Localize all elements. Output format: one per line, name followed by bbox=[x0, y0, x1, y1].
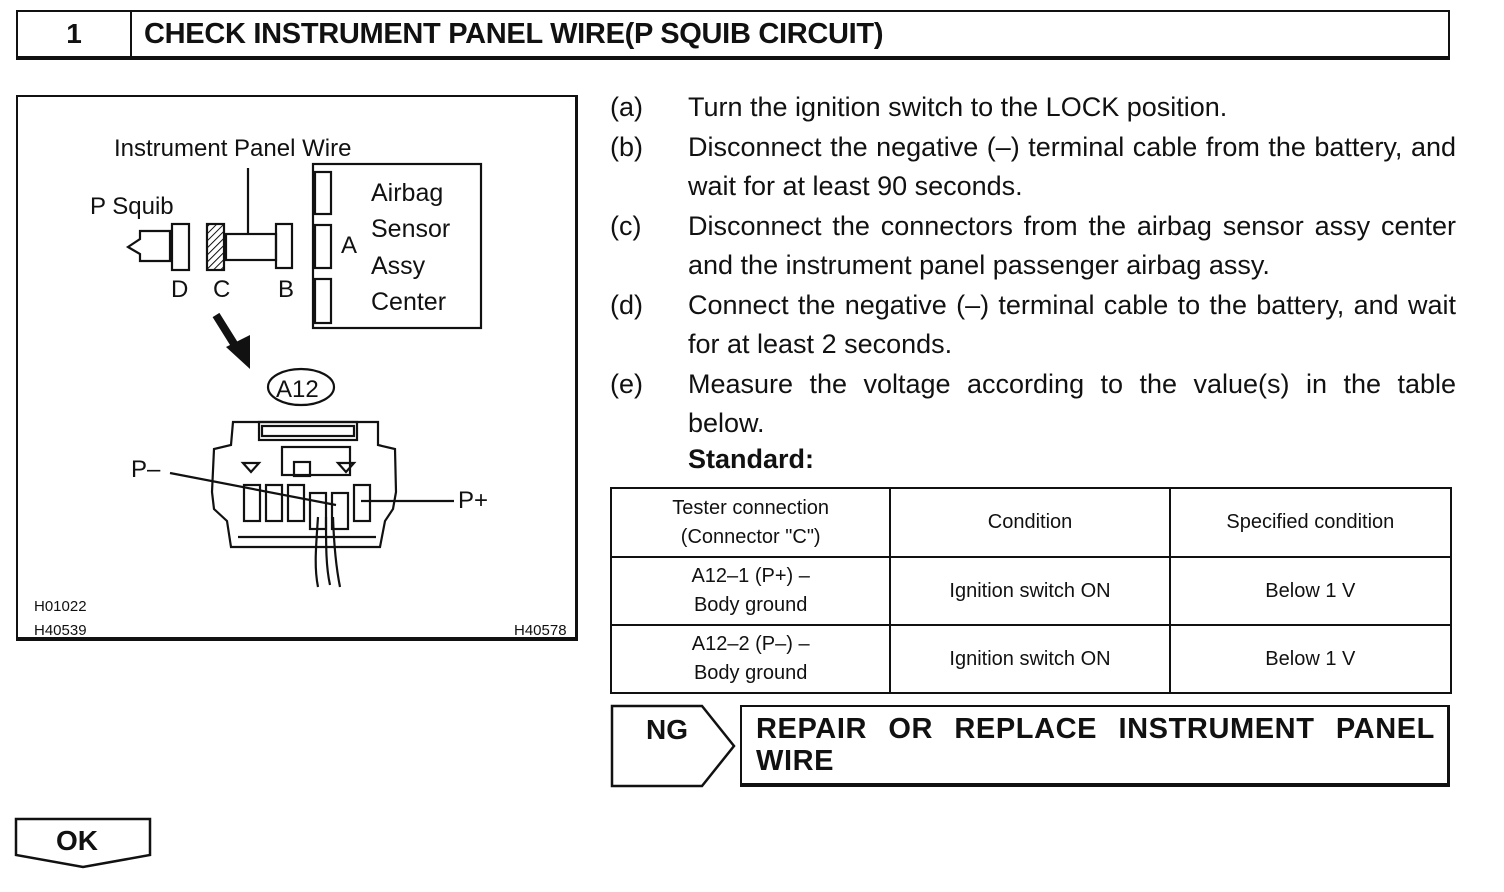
p-squib-label: P Squib bbox=[90, 193, 174, 220]
p-plus-label: P+ bbox=[458, 487, 488, 514]
step-key: (b) bbox=[610, 131, 643, 162]
table-row: A12–2 (P–) – Body ground Ignition switch… bbox=[609, 624, 1453, 694]
ng-label: NG bbox=[646, 714, 688, 745]
step-key: (a) bbox=[610, 92, 643, 122]
cell-connection: A12–2 (P–) – Body ground bbox=[609, 624, 892, 694]
table-row: A12–1 (P+) – Body ground Ignition switch… bbox=[609, 556, 1453, 626]
step-key: (e) bbox=[610, 368, 643, 399]
sensor-line-2: Sensor bbox=[371, 215, 450, 243]
cell-line: Body ground bbox=[693, 662, 808, 684]
wire-label: Instrument Panel Wire bbox=[114, 135, 351, 162]
connector-id: A12 bbox=[276, 376, 319, 403]
step-number: 1 bbox=[18, 12, 132, 56]
cell-spec: Below 1 V bbox=[1168, 624, 1453, 694]
step-b: (b) Disconnect the negative (–) terminal… bbox=[610, 128, 1456, 207]
section-title: CHECK INSTRUMENT PANEL WIRE(P SQUIB CIRC… bbox=[144, 17, 884, 50]
step-text: Connect the negative (–) terminal cable … bbox=[688, 289, 1456, 360]
p-minus-label: P– bbox=[131, 456, 161, 483]
ng-action-box: REPAIR OR REPLACE INSTRUMENT PANEL WIRE bbox=[740, 705, 1450, 787]
step-text: Measure the voltage according to the val… bbox=[688, 368, 1456, 439]
figure-code-1: H01022 bbox=[34, 598, 87, 615]
cell-condition: Ignition switch ON bbox=[889, 556, 1171, 626]
header-cell: Condition bbox=[889, 487, 1171, 558]
cell-line: A12–1 (P+) – bbox=[691, 565, 810, 587]
ng-arrow-shape bbox=[610, 704, 736, 788]
section-header: 1 CHECK INSTRUMENT PANEL WIRE(P SQUIB CI… bbox=[16, 10, 1450, 60]
connector-letter-c: C bbox=[213, 276, 230, 303]
cell-connection: A12–1 (P+) – Body ground bbox=[609, 556, 892, 626]
step-d: (d) Connect the negative (–) terminal ca… bbox=[610, 286, 1456, 365]
step-a: (a) Turn the ignition switch to the LOCK… bbox=[610, 88, 1456, 128]
ng-branch[interactable]: NG bbox=[610, 704, 738, 793]
ng-action-line-1: REPAIR OR REPLACE INSTRUMENT PANEL bbox=[756, 713, 1435, 745]
step-e: (e) Measure the voltage according to the… bbox=[610, 365, 1456, 444]
step-c: (c) Disconnect the connectors from the a… bbox=[610, 207, 1456, 286]
header-line: (Connector "C") bbox=[680, 525, 821, 548]
connector-diagram: Instrument Panel Wire P Squib Airbag Sen… bbox=[16, 95, 578, 641]
sensor-line-3: Assy bbox=[371, 252, 426, 280]
step-text: Disconnect the negative (–) terminal cab… bbox=[688, 131, 1456, 202]
procedure-steps: (a) Turn the ignition switch to the LOCK… bbox=[610, 88, 1456, 444]
connector-a12-face bbox=[210, 420, 398, 549]
cell-condition: Ignition switch ON bbox=[889, 624, 1171, 694]
ok-branch[interactable]: OK bbox=[14, 817, 154, 874]
p-squib-plug bbox=[125, 229, 172, 263]
ng-action-line-2: WIRE bbox=[756, 745, 835, 777]
cell-spec: Below 1 V bbox=[1168, 556, 1453, 626]
standard-label: Standard: bbox=[688, 444, 815, 474]
cell-line: A12–2 (P–) – bbox=[691, 633, 810, 655]
diagram-svg: Instrument Panel Wire P Squib Airbag Sen… bbox=[34, 135, 567, 637]
step-text: Turn the ignition switch to the LOCK pos… bbox=[688, 92, 1228, 122]
airbag-sensor-box bbox=[311, 162, 483, 330]
ok-arrow-shape bbox=[14, 817, 152, 869]
header-cell: Specified condition bbox=[1168, 487, 1453, 558]
figure-code-3: H40578 bbox=[514, 622, 567, 637]
connector-letter-d: D bbox=[171, 276, 188, 303]
standard-table: Tester connection (Connector "C") Condit… bbox=[609, 487, 1453, 694]
sensor-line-1: Airbag bbox=[371, 179, 443, 207]
connector-letter-b: B bbox=[278, 276, 294, 303]
connector-c bbox=[205, 222, 226, 272]
step-key: (d) bbox=[610, 289, 643, 320]
header-cell: Tester connection (Connector "C") bbox=[609, 487, 892, 558]
sensor-line-4: Center bbox=[371, 288, 446, 316]
table-header-row: Tester connection (Connector "C") Condit… bbox=[609, 487, 1453, 558]
step-text: Disconnect the connectors from the airba… bbox=[688, 210, 1456, 281]
connector-letter-a: A bbox=[341, 232, 357, 259]
step-key: (c) bbox=[610, 210, 642, 241]
figure-code-2: H40539 bbox=[34, 622, 87, 637]
cell-line: Body ground bbox=[693, 594, 808, 616]
ok-label: OK bbox=[56, 825, 98, 856]
header-line: Tester connection bbox=[672, 496, 830, 519]
